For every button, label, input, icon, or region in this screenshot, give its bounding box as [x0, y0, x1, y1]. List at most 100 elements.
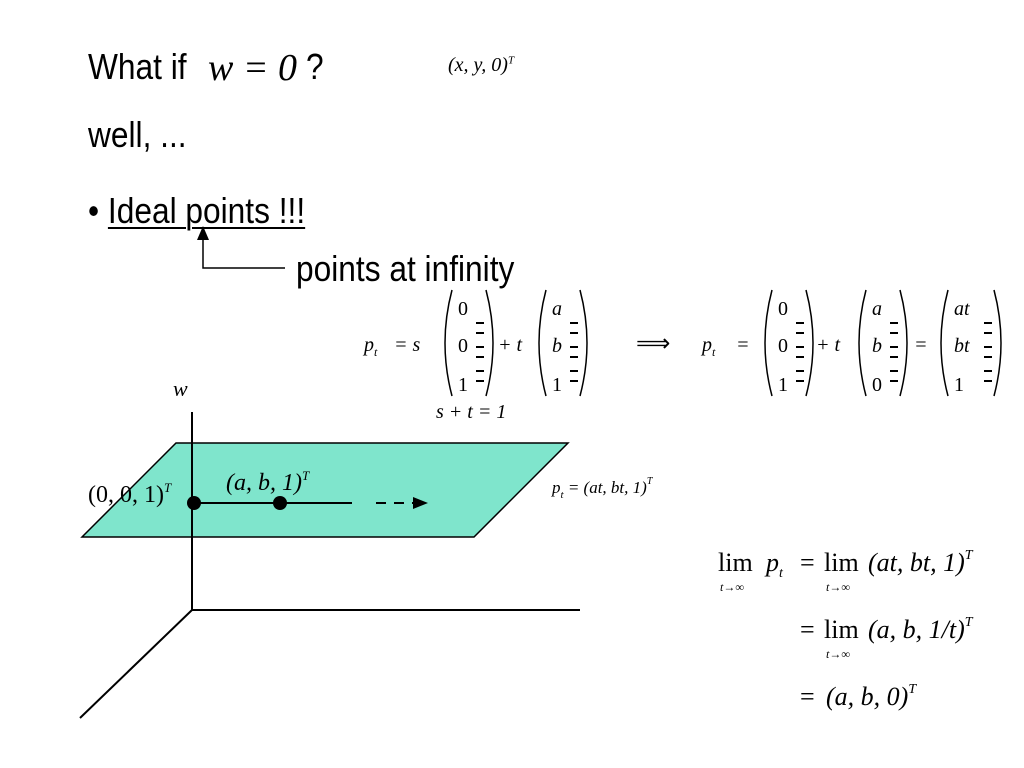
lim-row3-equals: = — [800, 682, 815, 711]
lim-row3-rhs-text: (a, b, 0) — [826, 682, 908, 711]
w-axis-label: w — [173, 376, 188, 401]
vector-dot-marker — [796, 322, 804, 324]
vector-entry: 1 — [954, 374, 964, 396]
vector-dot-marker — [796, 370, 804, 372]
title-equation: w = 0 — [208, 46, 297, 90]
vector-b: ab0 — [858, 289, 908, 397]
param-eq-2: pt = + t = — [700, 334, 928, 359]
lim-row1-equals: = — [800, 548, 815, 577]
eq1-lhs: pt — [362, 334, 378, 359]
left-paren — [538, 289, 547, 397]
constraint: s + t = 1 — [436, 401, 506, 423]
origin-point — [187, 496, 201, 510]
well-line: well, ... — [88, 114, 187, 156]
implies-arrow: ⟹ — [636, 331, 670, 357]
vector-entry: b — [552, 335, 562, 357]
vector-dot-marker — [570, 332, 578, 334]
lim-row2-sup: T — [965, 615, 974, 630]
left-paren — [940, 289, 949, 397]
callout-arrowhead — [197, 226, 209, 240]
vector-dot-marker — [476, 332, 484, 334]
lim-row1-rhs: (at, bt, 1)T — [868, 548, 974, 577]
vector-dot-marker — [476, 380, 484, 382]
bullet-line: • Ideal points !!! — [88, 190, 305, 232]
eq1-equals-s: = s — [394, 334, 420, 356]
vector-dot-marker — [984, 322, 992, 324]
pt-label-sup: T — [647, 476, 654, 487]
vector-dot-marker — [890, 380, 898, 382]
left-paren — [764, 289, 773, 397]
column-vector-text: (x, y, 0) — [448, 54, 508, 76]
lim-row1-sub-b: t→∞ — [826, 580, 850, 594]
lim-row2-rhs: (a, b, 1/t)T — [868, 615, 974, 644]
vector-entry: 0 — [458, 298, 468, 320]
ab-label-text: (a, b, 1) — [226, 470, 302, 496]
origin-label: (0, 0, 1)T — [88, 480, 172, 508]
ab-label: (a, b, 1)T — [226, 468, 310, 496]
vector-entry: at — [954, 298, 970, 320]
vector-dot-marker — [890, 322, 898, 324]
vector-entry: 0 — [778, 335, 788, 357]
vector-dot-marker — [476, 322, 484, 324]
title-line: What if — [88, 46, 187, 88]
right-paren — [579, 289, 588, 397]
vector-dot-marker — [984, 380, 992, 382]
vector-dot-marker — [570, 380, 578, 382]
pt-label-sub: t — [561, 489, 565, 501]
plane-w1 — [80, 442, 570, 538]
vector-dot-marker — [570, 356, 578, 358]
vector-entry: a — [872, 298, 882, 320]
vector-s: 001 — [444, 289, 494, 397]
vector-entry: a — [552, 298, 562, 320]
column-vector-sup: T — [507, 54, 515, 67]
lim-row3-sup: T — [908, 682, 917, 697]
left-paren — [444, 289, 453, 397]
vector-a: 0 0 1 — [764, 289, 814, 397]
lim-row1-p-text: p — [764, 548, 779, 577]
well-text: well, ... — [88, 114, 187, 155]
vector-dot-marker — [984, 332, 992, 334]
right-paren — [805, 289, 814, 397]
vector-dot-marker — [796, 346, 804, 348]
eq1-p: p — [362, 334, 374, 356]
eq1-plus-t: + t — [498, 334, 522, 356]
vector-entry: 1 — [552, 374, 562, 396]
vector-dot-marker — [570, 346, 578, 348]
lim-row2-sub: t→∞ — [826, 647, 850, 661]
callout-line: points at infinity — [296, 248, 514, 290]
vector-dot-marker — [796, 356, 804, 358]
pt-label: pt = (at, bt, 1)T — [551, 476, 654, 501]
bullet-ideal-points: Ideal points !!! — [107, 190, 306, 231]
vector-dot-marker — [476, 370, 484, 372]
y-axis — [79, 609, 193, 719]
vector-dot-marker — [890, 346, 898, 348]
eq2-sub: t — [712, 345, 716, 359]
pt-label-rhs: = (at, bt, 1) — [564, 478, 648, 497]
vector-entry: 0 — [778, 298, 788, 320]
title-suffix: ? — [306, 46, 324, 88]
eq2-lhs: pt — [700, 334, 716, 359]
column-vector-note: (x, y, 0)T — [448, 54, 514, 77]
right-paren — [993, 289, 1002, 397]
title-prefix: What if — [88, 46, 187, 87]
vector-entry: 1 — [778, 374, 788, 396]
lim-row1-sup: T — [965, 548, 974, 563]
lim-row2-lim: lim — [824, 615, 859, 644]
vector-dot-marker — [570, 370, 578, 372]
right-paren — [485, 289, 494, 397]
vector-dot-marker — [984, 346, 992, 348]
pt-label-p: p — [551, 478, 561, 497]
vector-dot-marker — [796, 380, 804, 382]
origin-label-text: (0, 0, 1) — [88, 482, 164, 508]
lim-row1-lim-a: lim — [718, 548, 753, 577]
lim-row1-rhs-text: (at, bt, 1) — [868, 548, 965, 577]
vector-t: ab 1 — [538, 289, 588, 397]
ab-point — [273, 496, 287, 510]
vector-dot-marker — [984, 370, 992, 372]
right-paren — [899, 289, 908, 397]
vector-dot-marker — [476, 356, 484, 358]
ab-label-sup: T — [302, 468, 310, 483]
